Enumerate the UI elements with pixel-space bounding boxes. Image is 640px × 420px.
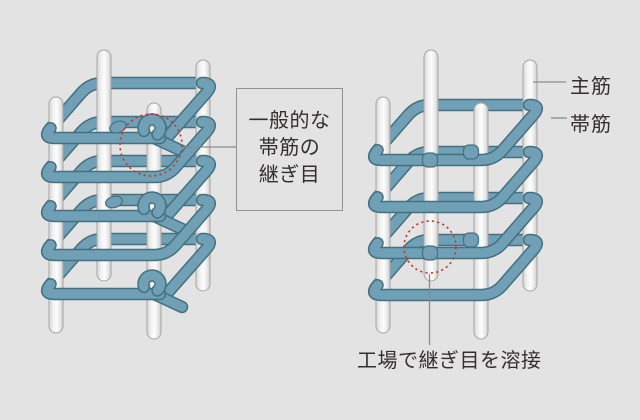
hoop-front-fill — [369, 147, 542, 212]
main-bar — [96, 49, 112, 282]
label-hoop-rebar: 帯筋 — [570, 114, 612, 136]
hoop-front-edge-fill — [42, 123, 165, 143]
hoop-right-diagonal-fill — [159, 156, 215, 224]
label-main-rebar: 主筋 — [570, 76, 612, 98]
hoop-front-edge-fill — [42, 201, 165, 221]
callout-box-typical-hoop-joint: 一般的な 帯筋の 継ぎ目 — [236, 88, 343, 211]
hoop-front-fill — [42, 117, 215, 182]
main-bar — [473, 102, 489, 340]
weld-joint — [462, 232, 480, 248]
hoop-front-fill — [42, 195, 215, 260]
highlight-circle — [119, 113, 183, 177]
hook-curl-fill — [138, 270, 166, 296]
hoop-front-fill — [369, 100, 542, 165]
hoop-right-diagonal-fill — [159, 234, 215, 302]
hook-end-blob — [105, 195, 123, 209]
hoop-front-fill — [369, 193, 542, 258]
weld-joint — [462, 144, 480, 160]
caption-factory-weld: 工場で継ぎ目を溶接 — [357, 350, 542, 372]
highlight-circle — [403, 220, 457, 274]
left-rebar-cage — [40, 49, 217, 340]
hook-curl-fill — [138, 192, 166, 218]
callout-line-1: 一般的な — [248, 110, 331, 132]
hoop-right-diagonal-fill — [159, 78, 215, 146]
hoop-front-fill — [369, 235, 542, 300]
hook-curl-fill — [138, 114, 166, 140]
right-rebar-cage — [367, 49, 544, 340]
weld-joint — [421, 245, 439, 261]
hook-end-blob — [109, 120, 127, 134]
weld-joint — [421, 152, 439, 168]
callout-line-3: 継ぎ目 — [258, 164, 321, 186]
hoop-front-edge-fill — [42, 279, 165, 299]
callout-line-2: 帯筋の — [258, 137, 321, 159]
